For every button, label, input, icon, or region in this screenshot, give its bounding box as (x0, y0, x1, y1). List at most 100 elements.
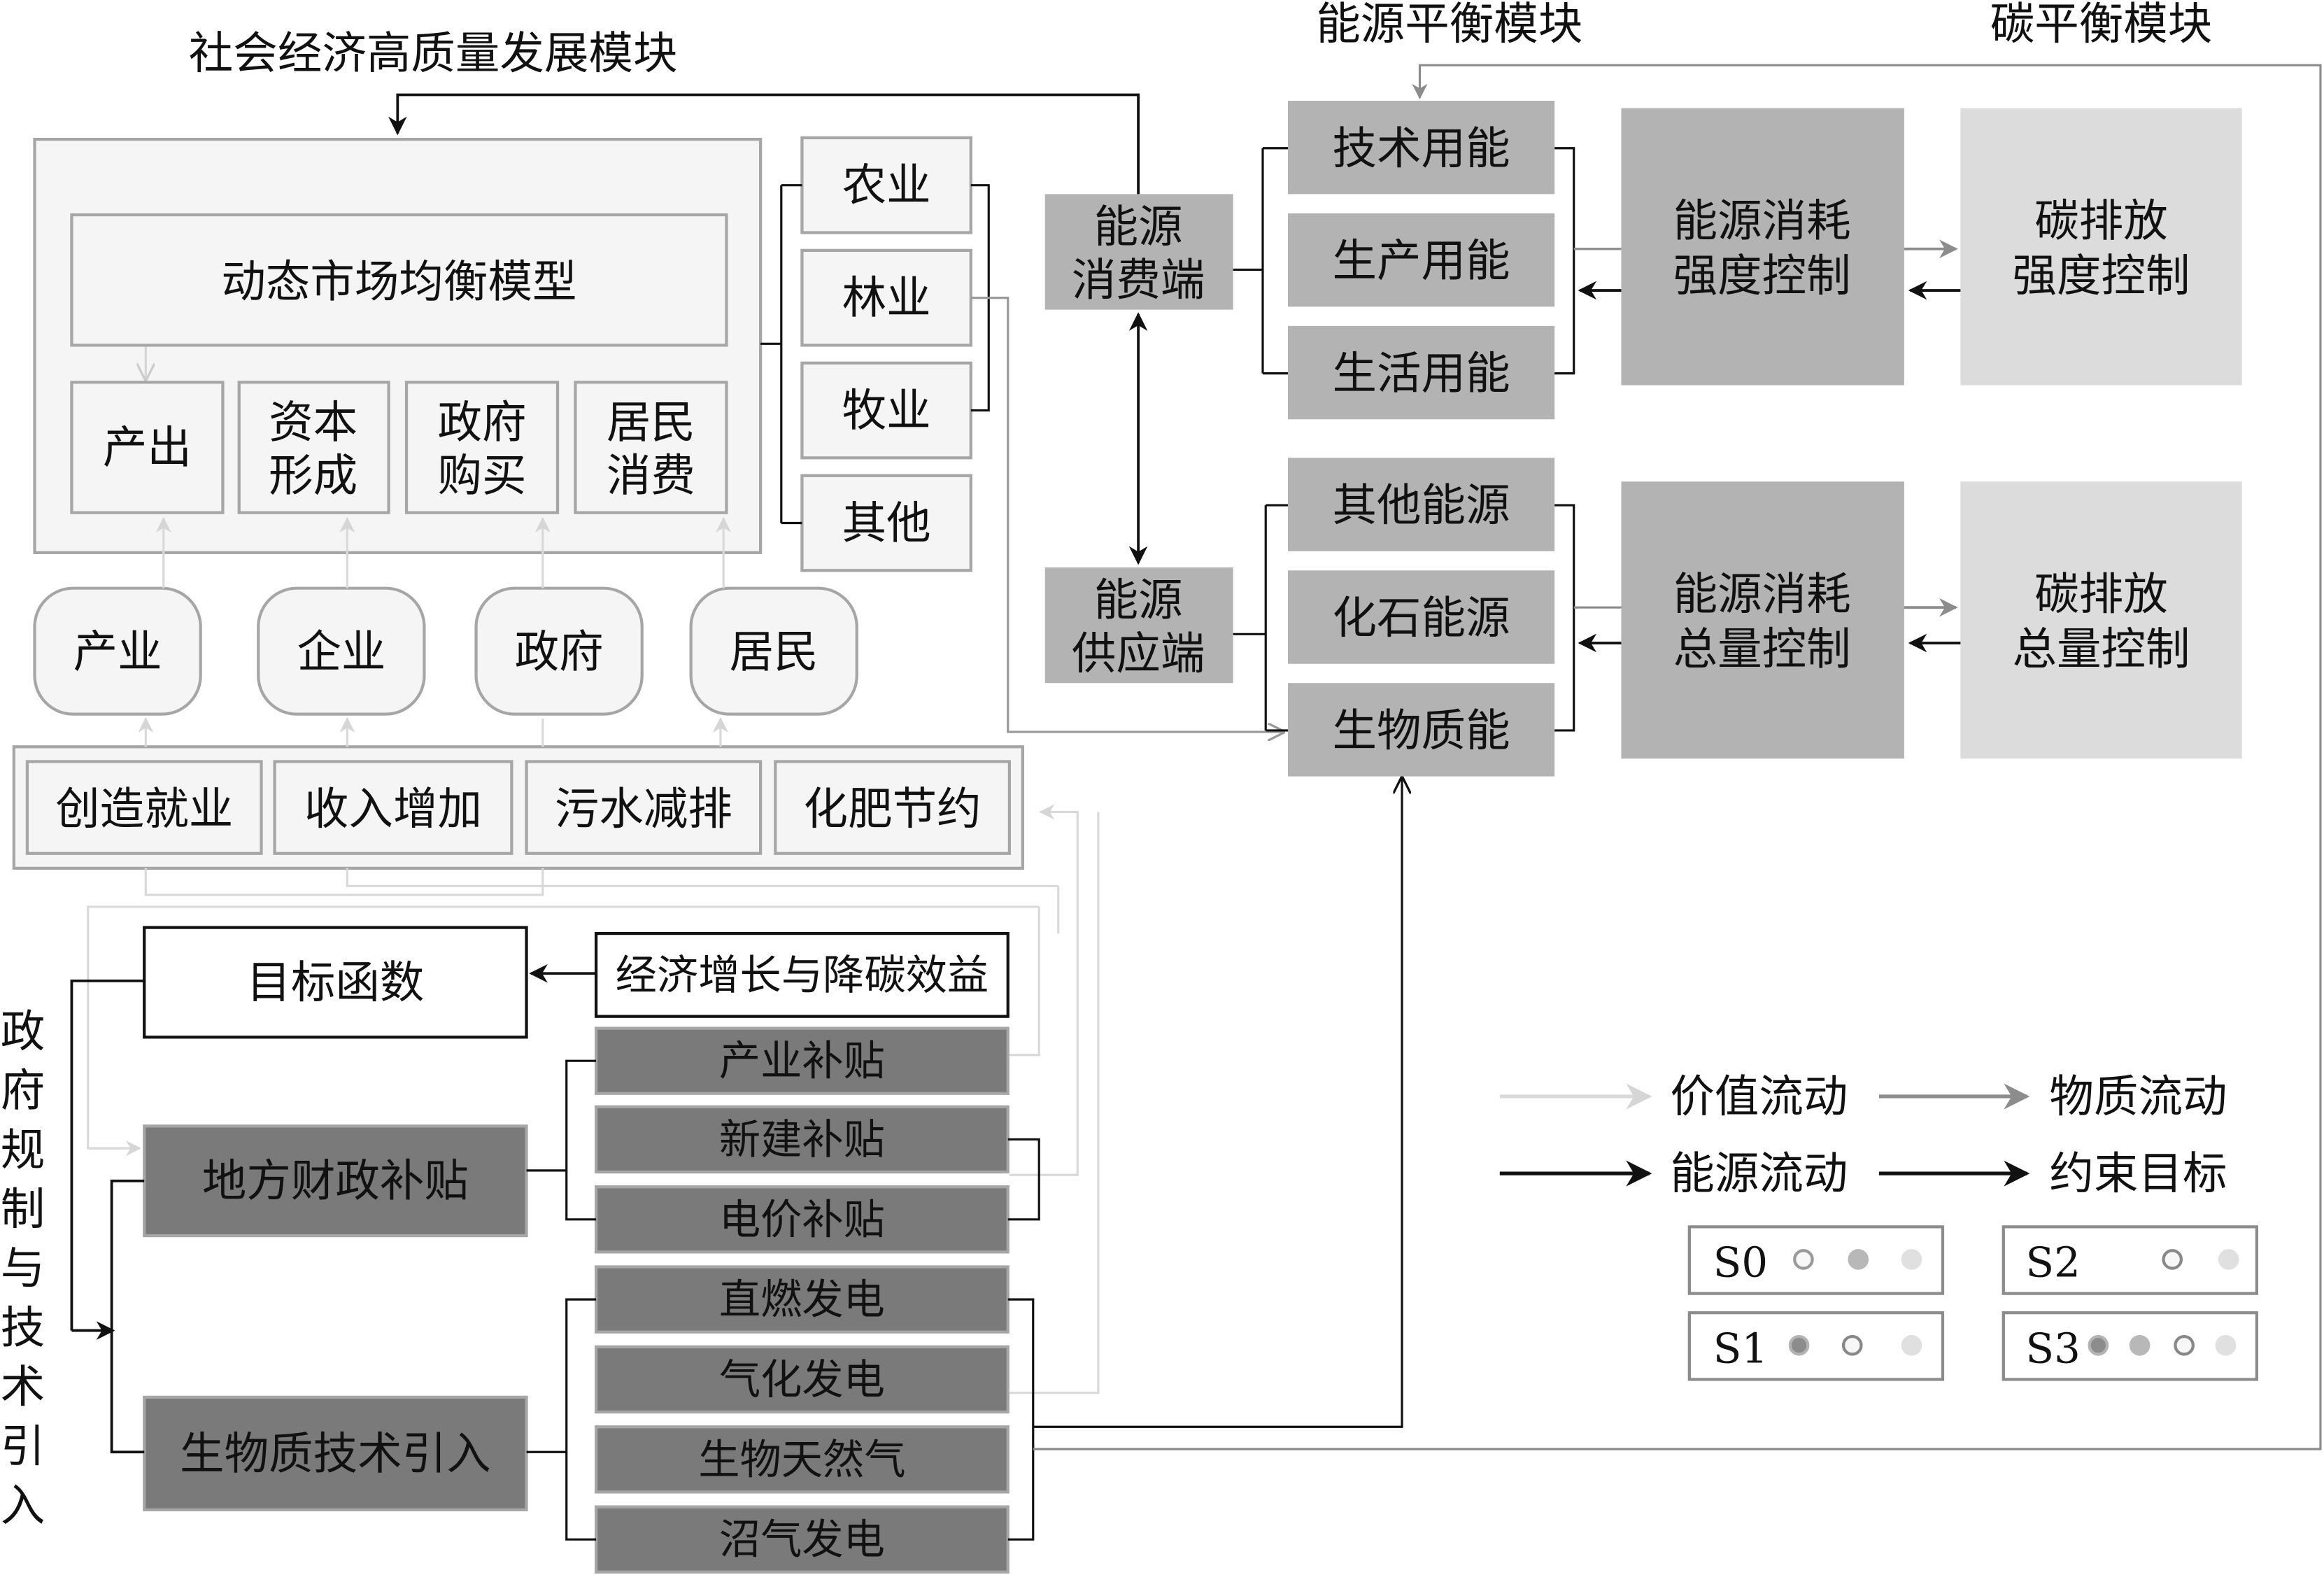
energy-use-production-label: 生产用能 (1333, 235, 1510, 287)
dot-dark-icon (1788, 1334, 1810, 1356)
energy-source-fossil-label: 化石能源 (1333, 592, 1510, 644)
policy-bracket (70, 979, 145, 1454)
market-equilibrium-model-label: 动态市场均衡模型 (221, 255, 576, 307)
energy-intensity-control-box: 能源消耗 强度控制 (1621, 108, 1904, 386)
output-box: 产出 (70, 381, 225, 514)
legend-value-flow-label: 价值流动 (1670, 1071, 1848, 1122)
household-consumption-line2: 消费 (607, 450, 695, 502)
scenario-s1-label: S1 (1713, 1325, 1768, 1373)
scenario-s1: S1 (1687, 1311, 1945, 1381)
sector-other-box: 其他 (800, 474, 972, 572)
energy-supply-end-line1: 能源 (1094, 574, 1183, 626)
subsidy-electricity-price-label: 电价补贴 (719, 1195, 885, 1243)
agent-enterprise: 企业 (257, 586, 426, 716)
consumption-bracket (1233, 147, 1288, 375)
benefit-fertilizer: 化肥节约 (774, 760, 1012, 855)
scenario-s3-label: S3 (2026, 1325, 2081, 1373)
dot-outline-icon (2162, 1249, 2183, 1270)
consumption-to-socio-arrow (388, 93, 1140, 195)
dot-light-icon (1901, 1249, 1922, 1270)
legend: 价值流动 物质流动 能源流动 约束目标 S0 S2 (1499, 1071, 2259, 1381)
carbon-intensity-control-line2: 强度控制 (2013, 250, 2190, 302)
carbon-total-control-line1: 碳排放 (2034, 568, 2168, 620)
scenario-s3: S3 (2001, 1311, 2259, 1381)
scenario-s2: S2 (2001, 1225, 2259, 1295)
energy-source-fossil: 化石能源 (1287, 570, 1555, 664)
subsidy-bracket (526, 1059, 597, 1221)
dot-outline-icon (1793, 1249, 1814, 1270)
tech-gasification: 气化发电 (594, 1345, 1009, 1414)
dot-mid-icon (1848, 1249, 1869, 1270)
source-right-bracket (1554, 504, 1575, 732)
tech-biogas-power: 沼气发电 (594, 1505, 1009, 1574)
legend-material-flow-label: 物质流动 (2049, 1071, 2227, 1122)
svg-text:制: 制 (1, 1183, 45, 1235)
energy-balance-module-title: 能源平衡模块 (1316, 0, 1582, 50)
biomass-tech-box: 生物质技术引入 (143, 1395, 528, 1511)
tech-direct-combustion: 直燃发电 (594, 1265, 1009, 1334)
objective-function-box: 目标函数 (143, 926, 528, 1039)
benefit-income: 收入增加 (273, 760, 513, 855)
household-consumption-box: 居民 消费 (574, 381, 728, 514)
svg-text:术: 术 (1, 1361, 45, 1413)
legend-value-flow: 价值流动 (1499, 1071, 1848, 1122)
energy-flow-tech-to-biomass (1033, 778, 1402, 1428)
biomass-tech-label: 生物质技术引入 (180, 1427, 491, 1479)
fiscal-subsidy-label: 地方财政补贴 (202, 1155, 469, 1207)
subsidy-electricity-price: 电价补贴 (594, 1185, 1009, 1254)
energy-source-other: 其他能源 (1287, 458, 1555, 551)
scenario-s0-label: S0 (1713, 1238, 1768, 1287)
energy-supply-end-box: 能源 供应端 (1044, 567, 1233, 684)
policy-side-label: 政 府 规 制 与 技 术 引 入 (1, 1005, 45, 1532)
supply-bracket (1233, 504, 1288, 732)
energy-use-production: 生产用能 (1287, 213, 1555, 307)
svg-text:引: 引 (1, 1420, 45, 1472)
tech-direct-combustion-label: 直燃发电 (719, 1276, 885, 1324)
capital-formation-line2: 形成 (269, 450, 357, 502)
legend-material-flow: 物质流动 (1878, 1071, 2227, 1122)
energy-source-biomass-label: 生物质能 (1333, 705, 1510, 756)
energy-source-biomass: 生物质能 (1287, 683, 1555, 777)
value-flow-lines-lower (87, 804, 1100, 1394)
benefit-employment-label: 创造就业 (55, 783, 233, 835)
agent-industry: 产业 (33, 586, 202, 716)
sector-forestry-box: 林业 (800, 248, 972, 347)
dot-outline-icon (1841, 1334, 1863, 1356)
energy-total-control-line2: 总量控制 (1673, 623, 1851, 675)
agent-enterprise-label: 企业 (297, 626, 385, 678)
sector-other-label: 其他 (842, 497, 931, 549)
capital-formation-line1: 资本 (269, 397, 357, 449)
svg-text:政: 政 (1, 1005, 45, 1057)
government-purchase-line2: 购买 (438, 450, 527, 502)
value-flow-benefits-to-agents (138, 716, 729, 747)
energy-use-technology: 技术用能 (1287, 100, 1555, 195)
benefit-wastewater-label: 污水减排 (555, 783, 732, 835)
benefit-income-label: 收入增加 (304, 783, 482, 835)
dot-outline-icon (2174, 1334, 2195, 1356)
carbon-total-control-line2: 总量控制 (2013, 623, 2190, 675)
energy-use-living: 生活用能 (1287, 325, 1555, 420)
household-consumption-line1: 居民 (607, 397, 695, 449)
subsidy-new-build: 新建补贴 (594, 1105, 1009, 1174)
benefit-employment: 创造就业 (25, 760, 263, 855)
sector-husbandry-label: 牧业 (842, 385, 931, 437)
carbon-balance-module-title: 碳平衡模块 (1990, 0, 2213, 50)
agent-household: 居民 (689, 586, 858, 716)
agent-household-label: 居民 (730, 626, 819, 678)
energy-supply-end-line2: 供应端 (1072, 628, 1205, 679)
carbon-intensity-control-line1: 碳排放 (2034, 195, 2168, 247)
svg-text:与: 与 (1, 1243, 45, 1294)
tech-biogas-power-label: 沼气发电 (719, 1516, 885, 1564)
carbon-intensity-control-box: 碳排放 强度控制 (1960, 108, 2242, 386)
carbon-total-control-box: 碳排放 总量控制 (1960, 481, 2242, 759)
energy-consumption-end-line2: 消费端 (1072, 254, 1205, 306)
svg-text:规: 规 (1, 1124, 45, 1175)
tech-bracket (526, 1298, 597, 1541)
energy-total-control-box: 能源消耗 总量控制 (1621, 481, 1904, 759)
dot-light-icon (1901, 1334, 1922, 1356)
legend-energy-flow: 能源流动 (1499, 1147, 1848, 1199)
use-right-bracket (1554, 147, 1575, 375)
value-flow-agents-to-outputs (155, 516, 732, 588)
material-flow-tech-to-tech-use (1033, 64, 2322, 1450)
